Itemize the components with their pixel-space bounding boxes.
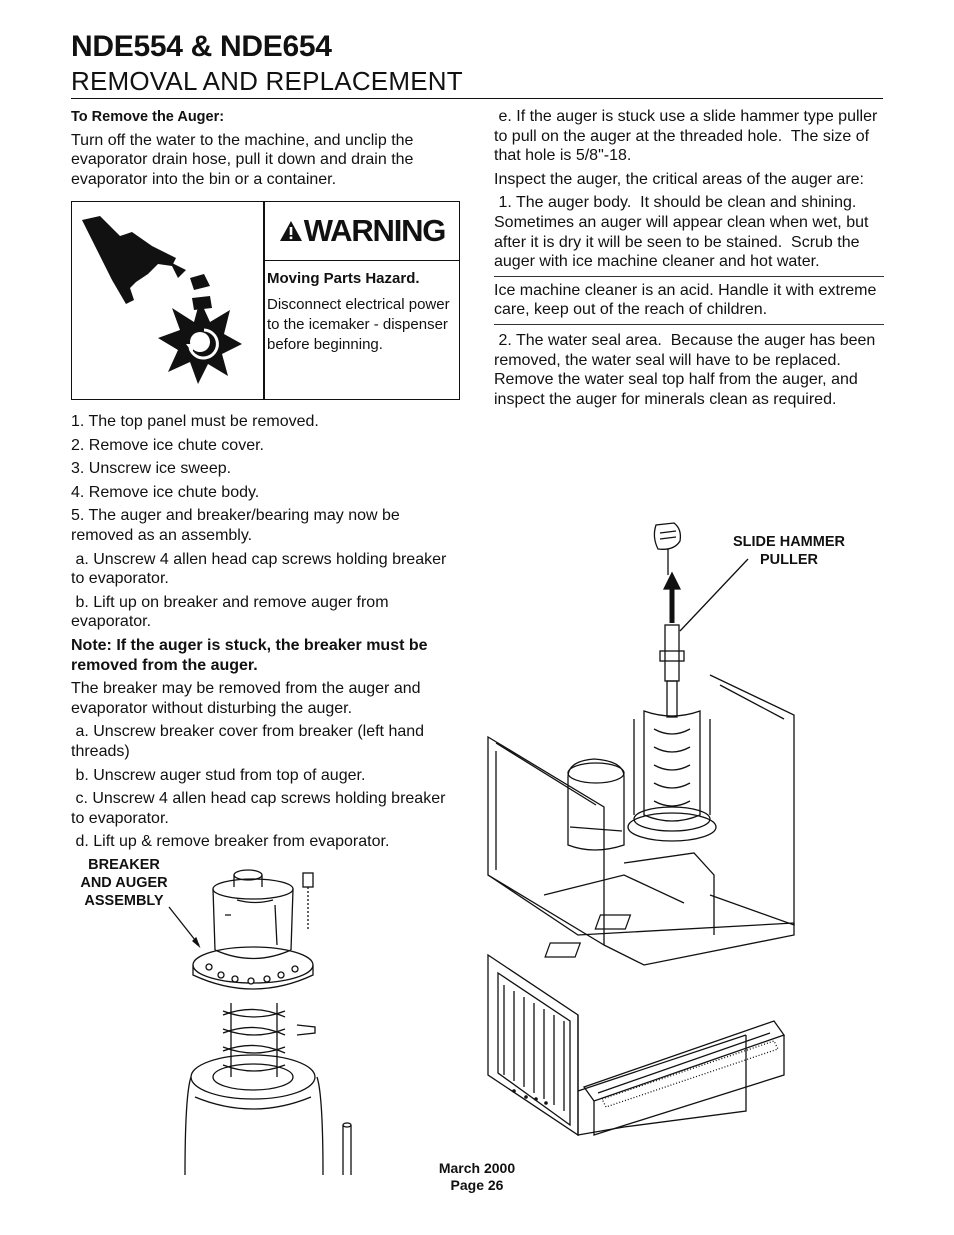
cleaner-caution: Ice machine cleaner is an acid. Handle i… — [494, 281, 877, 319]
breaker-assembly-label: BREAKER AND AUGER ASSEMBLY — [80, 857, 168, 909]
slide-hammer-label: SLIDE HAMMER PULLER — [733, 534, 845, 568]
breaker-intro: The breaker may be removed from the auge… — [71, 680, 421, 717]
warning-title: WARNING — [303, 213, 447, 248]
caution-rule-bottom — [494, 323, 884, 325]
intro-block: To Remove the Auger: Turn off the water … — [71, 108, 463, 193]
step-5b: b. Lift up on breaker and remove auger f… — [71, 593, 393, 631]
breaker-step-d: d. Lift up & remove breaker from evapora… — [71, 833, 390, 851]
section-title: REMOVAL AND REPLACEMENT — [71, 66, 463, 96]
dispenser-slide-hammer-illustration — [487, 522, 795, 1137]
breaker-auger-illustration — [168, 869, 352, 1176]
step-5a: a. Unscrew 4 allen head cap screws holdi… — [71, 550, 451, 588]
warning-header: WARNING — [265, 202, 459, 261]
steps-block: 1. The top panel must be removed. 2. Rem… — [71, 412, 463, 856]
step-4: 4. Remove ice chute body. — [71, 483, 260, 501]
auger-removal-heading: To Remove the Auger: — [71, 109, 225, 125]
footer-page: Page 26 — [450, 1177, 504, 1193]
stuck-note: Note: If the auger is stuck, the breaker… — [71, 636, 428, 674]
inspect-intro: Inspect the auger, the critical areas of… — [494, 170, 864, 188]
step-3: 3. Unscrew ice sweep. — [71, 460, 232, 478]
step-e: e. If the auger is stuck use a slide ham… — [494, 108, 882, 165]
warning-text: Disconnect electrical power to the icema… — [267, 296, 450, 353]
step-5: 5. The auger and breaker/bearing may now… — [71, 507, 400, 544]
breaker-step-c: c. Unscrew 4 allen head cap screws holdi… — [71, 790, 450, 827]
caution-rule-top — [494, 275, 884, 277]
header-rule — [71, 98, 883, 99]
warning-hazard: Moving Parts Hazard. — [267, 270, 420, 287]
right-column: e. If the auger is stuck use a slide ham… — [494, 107, 884, 413]
step-2: 2. Remove ice chute cover. — [71, 436, 264, 454]
step-1: 1. The top panel must be removed. — [71, 413, 319, 430]
warning-box: WARNING Moving Parts Hazard. Disconnect … — [71, 201, 460, 400]
footer-date: March 2000 — [438, 1160, 516, 1176]
inspect-auger-body: 1. The auger body. It should be clean an… — [494, 194, 873, 271]
page-title: NDE554 & NDE654 — [71, 30, 332, 63]
warning-triangle-icon — [279, 221, 302, 241]
warning-panel: WARNING Moving Parts Hazard. Disconnect … — [263, 202, 459, 399]
hand-rotating-blade-icon — [82, 216, 242, 384]
intro-paragraph: Turn off the water to the machine, and u… — [71, 131, 414, 188]
breaker-step-b: b. Unscrew auger stud from top of auger. — [71, 766, 366, 784]
breaker-step-a: a. Unscrew breaker cover from breaker (l… — [71, 723, 429, 760]
inspect-water-seal: 2. The water seal area. Because the auge… — [494, 331, 880, 408]
page-footer: March 2000 Page 26 — [400, 1160, 554, 1194]
